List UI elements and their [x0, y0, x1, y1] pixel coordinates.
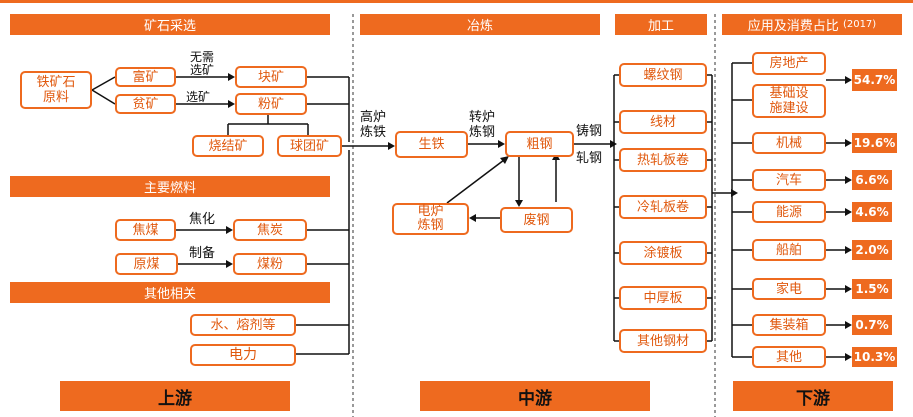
product-other-steel: 其他钢材 [619, 329, 707, 353]
footer-upstream: 上游 [60, 381, 290, 411]
pct-other: 10.3% [852, 347, 897, 367]
pulverized-coal-box: 煤粉 [233, 253, 307, 275]
casting-label: 铸钢 [576, 124, 603, 139]
converter-label: 转炉炼钢 [468, 110, 495, 140]
sinter-box: 烧结矿 [192, 135, 264, 157]
consumption-other: 其他 [752, 346, 826, 368]
product-wire-rod: 线材 [619, 110, 707, 134]
consumption-shipbuilding: 船舶 [752, 239, 826, 261]
consumption-auto: 汽车 [752, 169, 826, 191]
blast-furnace-label: 高炉炼铁 [360, 110, 387, 140]
footer-midstream: 中游 [420, 381, 650, 411]
dressing-label: 选矿 [186, 90, 211, 104]
crude-steel-box: 粗钢 [505, 131, 574, 157]
footer-downstream: 下游 [733, 381, 893, 411]
header-smelting: 冶炼 [360, 14, 600, 35]
coking-coal-box: 焦煤 [115, 219, 176, 241]
header-application: 应用及消费占比 (2017) [722, 14, 902, 35]
header-processing: 加工 [615, 14, 707, 35]
consumption-infrastructure: 基础设施建设 [752, 84, 826, 118]
header-main-fuel: 主要燃料 [10, 176, 330, 197]
pellet-box: 球团矿 [277, 135, 342, 157]
product-cold-rolled: 冷轧板卷 [619, 195, 707, 219]
product-rebar: 螺纹钢 [619, 63, 707, 87]
rolling-label: 轧钢 [576, 151, 603, 166]
coking-label: 焦化 [189, 212, 216, 227]
header-application-label: 应用及消费占比 [747, 19, 839, 34]
header-application-year: (2017) [842, 19, 877, 30]
power-box: 电力 [190, 344, 296, 366]
consumption-energy: 能源 [752, 201, 826, 223]
product-hot-rolled: 热轧板卷 [619, 148, 707, 172]
pct-machinery: 19.6% [852, 133, 897, 153]
rich-ore-box: 富矿 [115, 67, 176, 87]
scrap-steel-box: 废钢 [500, 207, 573, 233]
top-accent-line [0, 0, 913, 3]
no-dressing-label: 无需选矿 [189, 50, 214, 77]
pct-energy: 4.6% [852, 202, 892, 222]
lump-ore-box: 块矿 [235, 66, 307, 88]
product-medium-plate: 中厚板 [619, 286, 707, 310]
pig-iron-box: 生铁 [395, 131, 468, 158]
product-coated: 涂镀板 [619, 241, 707, 265]
pct-shipbuilding: 2.0% [852, 240, 892, 260]
raw-coal-box: 原煤 [115, 253, 178, 275]
lean-ore-box: 贫矿 [115, 94, 176, 114]
electric-furnace-box: 电炉炼钢 [392, 203, 469, 235]
consumption-real-estate: 房地产 [752, 52, 826, 75]
fine-ore-box: 粉矿 [235, 93, 307, 115]
header-ore-dressing: 矿石采选 [10, 14, 330, 35]
water-flux-box: 水、熔剂等 [190, 314, 296, 336]
pct-container: 0.7% [852, 315, 892, 335]
consumption-home-appliance: 家电 [752, 278, 826, 300]
coke-box: 焦炭 [233, 219, 307, 241]
pct-home-appliance: 1.5% [852, 279, 892, 299]
consumption-container: 集装箱 [752, 314, 826, 336]
consumption-machinery: 机械 [752, 132, 826, 154]
prepare-label: 制备 [189, 246, 216, 261]
header-other-related: 其他相关 [10, 282, 330, 303]
iron-ore-raw-box: 铁矿石原料 [20, 71, 92, 109]
pct-real-estate-infra: 54.7% [852, 69, 897, 91]
pct-auto: 6.6% [852, 170, 892, 190]
